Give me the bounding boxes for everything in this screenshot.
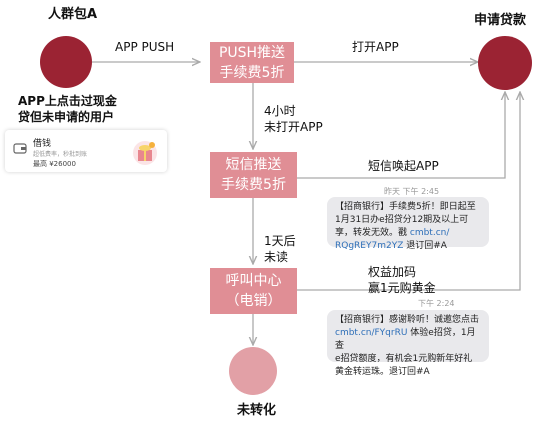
sms1-line: 退订回#A — [403, 241, 447, 251]
sms1-line: 1月31日办e招贷分12期及以上可 — [335, 215, 469, 225]
sms-message-2: 【招商银行】感谢聆听！诚邀您点击 cmbt.cn/FYqrRU 体验e招贷，1月… — [327, 310, 489, 377]
edge-label-sms-wakeup: 短信唤起APP — [368, 159, 439, 173]
edge-label-after-4h: 4小时 未打开APP — [264, 104, 323, 134]
sms2-line: 体验e招贷，1月查 — [335, 328, 476, 351]
sms1-link[interactable]: cmbt.cn/ — [409, 228, 450, 238]
app-card: 借钱 超低费率，秒批到账 最高 ¥26000 — [5, 130, 167, 172]
edge-benefit — [297, 92, 520, 291]
sms1-link[interactable]: RQgREY7m2YZ — [335, 241, 404, 251]
call-center-box: 呼叫中心 （电销） — [210, 268, 297, 314]
edge-sms-wakeup — [297, 92, 505, 179]
gift-illustration — [131, 138, 159, 166]
edge-label-app-push: APP PUSH — [115, 40, 175, 54]
sms2-time: 下午 2:24 — [418, 299, 455, 308]
sms2-link[interactable]: cmbt.cn/FYqrRU — [335, 328, 408, 338]
app-card-subtitle: 超低费率，秒批到账 — [33, 151, 88, 158]
sms-message-1: 【招商银行】手续费5折！即日起至 1月31日办e招贷分12期及以上可 享，转发无… — [327, 197, 489, 251]
app-card-amount: 最高 ¥26000 — [33, 160, 76, 168]
start-node — [40, 36, 92, 88]
push-box: PUSH推送 手续费5折 — [210, 42, 294, 83]
sms2-line: 黄金转运珠。退订回#A — [335, 367, 430, 377]
end-node — [478, 36, 532, 90]
edge-label-open-app: 打开APP — [352, 40, 399, 54]
edge-label-benefit: 权益加码 赢1元购黄金 — [368, 265, 436, 295]
edge-label-after-1d: 1天后 未读 — [264, 234, 296, 264]
sms2-line: e招贷额度，有机会1元购新年好礼 — [335, 354, 473, 364]
sms1-line: 享，转发无效。戳 — [335, 228, 410, 238]
lost-node-label: 未转化 — [237, 403, 277, 418]
lost-node — [229, 347, 277, 395]
sms1-time: 昨天 下午 2:45 — [384, 187, 440, 196]
wallet-icon — [13, 143, 27, 154]
sms-box: 短信推送 手续费5折 — [210, 152, 297, 198]
start-node-desc: APP上点击过现金 贷但未申请的用户 — [18, 94, 117, 124]
sms1-line: 【招商银行】手续费5折！即日起至 — [335, 202, 476, 212]
app-card-title: 借钱 — [33, 139, 52, 149]
sms2-line: 【招商银行】感谢聆听！诚邀您点击 — [335, 315, 480, 325]
end-node-label: 申请贷款 — [474, 13, 527, 28]
start-node-label: 人群包A — [48, 7, 98, 22]
